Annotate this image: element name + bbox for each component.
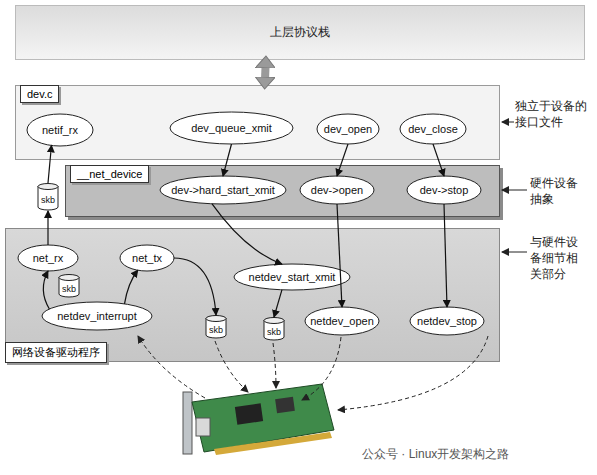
cylinder-top <box>59 275 79 281</box>
cylinder-top <box>38 184 58 190</box>
ellipse-shape <box>120 245 174 271</box>
node-label: skb <box>62 284 76 294</box>
node-label: netdev_start_xmit <box>249 271 336 283</box>
ellipse-shape <box>400 114 466 144</box>
node-label: skb <box>209 325 223 335</box>
leader-arrow <box>502 252 527 253</box>
node-label: skb <box>41 195 55 205</box>
card-pcb <box>192 384 334 452</box>
card-bracket <box>183 392 192 454</box>
node-label: net_rx <box>33 252 64 264</box>
node-label: netdev_open <box>310 315 374 327</box>
rj45-port <box>196 418 210 436</box>
function-ellipse: net_tx <box>119 244 175 272</box>
skb-buffer: skb <box>263 317 285 341</box>
function-ellipse: dev->open <box>299 175 375 205</box>
function-ellipse: net_rx <box>17 244 79 272</box>
layer-note: 与硬件设备细节相关部分 <box>530 234 582 282</box>
function-ellipse: netif_rx <box>26 113 94 147</box>
protocol-band: 上层协议栈 <box>15 5 585 60</box>
skb-buffer: skb <box>205 315 227 339</box>
cylinder-top <box>264 318 284 324</box>
ellipse-shape <box>18 245 78 271</box>
leader-arrow <box>502 190 527 191</box>
gold-fingers <box>214 432 332 455</box>
node-label: dev_queue_xmit <box>191 122 272 134</box>
ellipse-shape <box>317 114 379 144</box>
function-ellipse: dev->hard_start_xmit <box>159 175 287 205</box>
node-label: dev->open <box>311 184 363 196</box>
ellipse-shape <box>300 176 374 204</box>
function-ellipse: dev->stop <box>406 175 482 205</box>
skb-buffer: skb <box>37 183 59 211</box>
function-ellipse: netdev_interrupt <box>41 301 153 331</box>
node-label: netdev_interrupt <box>57 310 137 322</box>
band-tab: __net_device <box>70 165 149 183</box>
layer-note: 硬件设备抽象 <box>530 175 582 207</box>
network-card-illustration <box>183 384 334 455</box>
function-ellipse: dev_open <box>316 113 380 145</box>
function-ellipse: netdev_stop <box>409 306 485 336</box>
ellipse-shape <box>305 307 379 335</box>
function-ellipse: dev_close <box>399 113 467 145</box>
ellipse-shape <box>160 176 286 204</box>
layer-band: __net_device dev->hard_start_xmit dev->ope… <box>65 165 500 217</box>
leader-arrow <box>502 122 514 123</box>
ellipse-shape <box>42 302 152 330</box>
ellipse-shape <box>410 307 484 335</box>
card-chip <box>235 403 263 424</box>
ellipse-shape <box>407 176 481 204</box>
watermark: 公众号 · Linux开发架构之路 <box>362 446 592 462</box>
node-label: dev_close <box>408 123 458 135</box>
function-ellipse: netdev_open <box>304 306 380 336</box>
node-label: skb <box>267 327 281 337</box>
node-label: netif_rx <box>42 124 78 136</box>
band-tab: dev.c <box>20 85 59 103</box>
node-label: dev->stop <box>420 184 469 196</box>
band-tab: 网络设备驱动程序 <box>5 342 107 363</box>
ellipse-shape <box>234 264 350 290</box>
node-label: dev_open <box>324 123 372 135</box>
layer-note: 独立于设备的接口文件 <box>515 98 593 130</box>
ellipse-shape <box>170 112 293 144</box>
function-ellipse: dev_queue_xmit <box>169 111 294 145</box>
layer-band: 网络设备驱动程序 net_rx net_tx netdev_start_xmitskb… <box>5 228 500 362</box>
function-ellipse: netdev_start_xmit <box>233 263 351 291</box>
layer-band: dev.c netif_rx dev_queue_xmit dev_open dev_c… <box>15 85 500 160</box>
ellipse-shape <box>27 114 93 146</box>
node-label: net_tx <box>132 252 162 264</box>
node-label: netdev_stop <box>417 315 477 327</box>
cylinder-top <box>206 316 226 322</box>
double-arrow <box>265 60 266 85</box>
node-label: dev->hard_start_xmit <box>171 184 275 196</box>
skb-buffer: skb <box>58 274 80 298</box>
card-chip <box>275 397 295 413</box>
band-title: 上层协议栈 <box>270 24 330 41</box>
